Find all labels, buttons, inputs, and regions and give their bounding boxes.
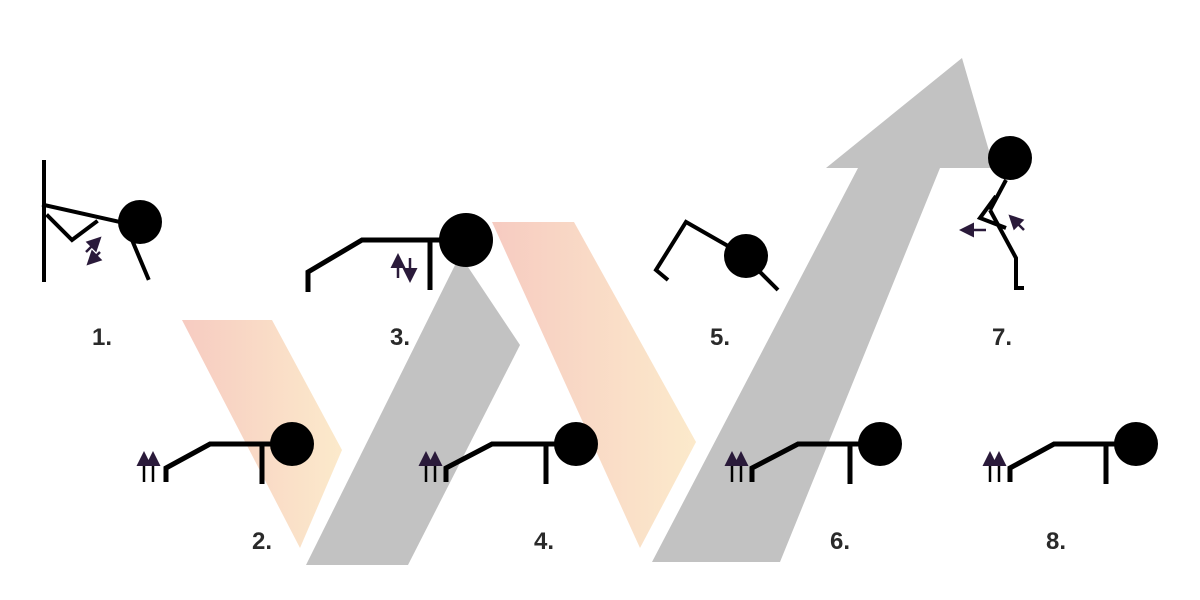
figure-8-head bbox=[1114, 422, 1158, 466]
step-label-6: 6. bbox=[830, 528, 851, 555]
figure-6-head bbox=[858, 422, 902, 466]
figure-5-head bbox=[724, 234, 768, 278]
double-up-arrow-icon bbox=[136, 451, 1007, 482]
figure-7 bbox=[976, 136, 1032, 290]
ribbon-arrow-2 bbox=[492, 222, 696, 548]
step-label-7: 7. bbox=[992, 324, 1013, 351]
figure-5 bbox=[653, 219, 780, 292]
figure-6 bbox=[749, 422, 902, 484]
figure-7-head bbox=[988, 136, 1032, 180]
step-label-5: 5. bbox=[710, 324, 731, 351]
figure-4 bbox=[443, 422, 598, 484]
grey-arrow-2 bbox=[652, 58, 994, 562]
step-label-1: 1. bbox=[92, 324, 113, 351]
figure-2-head bbox=[270, 422, 314, 466]
step-label-8: 8. bbox=[1046, 528, 1067, 555]
step-label-4: 4. bbox=[534, 528, 555, 555]
figure-8 bbox=[1007, 422, 1158, 484]
figure-2 bbox=[163, 422, 314, 484]
up-down-arrow-icon bbox=[390, 253, 418, 283]
figure-3 bbox=[305, 213, 493, 292]
force-arrow-icons bbox=[959, 214, 1025, 238]
movement-arrow-icon bbox=[85, 236, 103, 266]
ribbon-arrow-1 bbox=[182, 320, 342, 548]
step-label-3: 3. bbox=[390, 324, 411, 351]
figure-4-head bbox=[554, 422, 598, 466]
figure-3-head bbox=[439, 213, 493, 267]
step-label-2: 2. bbox=[252, 528, 273, 555]
figure-1 bbox=[41, 160, 162, 282]
progression-arrows bbox=[182, 58, 994, 565]
figure-1-head bbox=[118, 200, 162, 244]
grey-arrow-1 bbox=[306, 255, 520, 565]
